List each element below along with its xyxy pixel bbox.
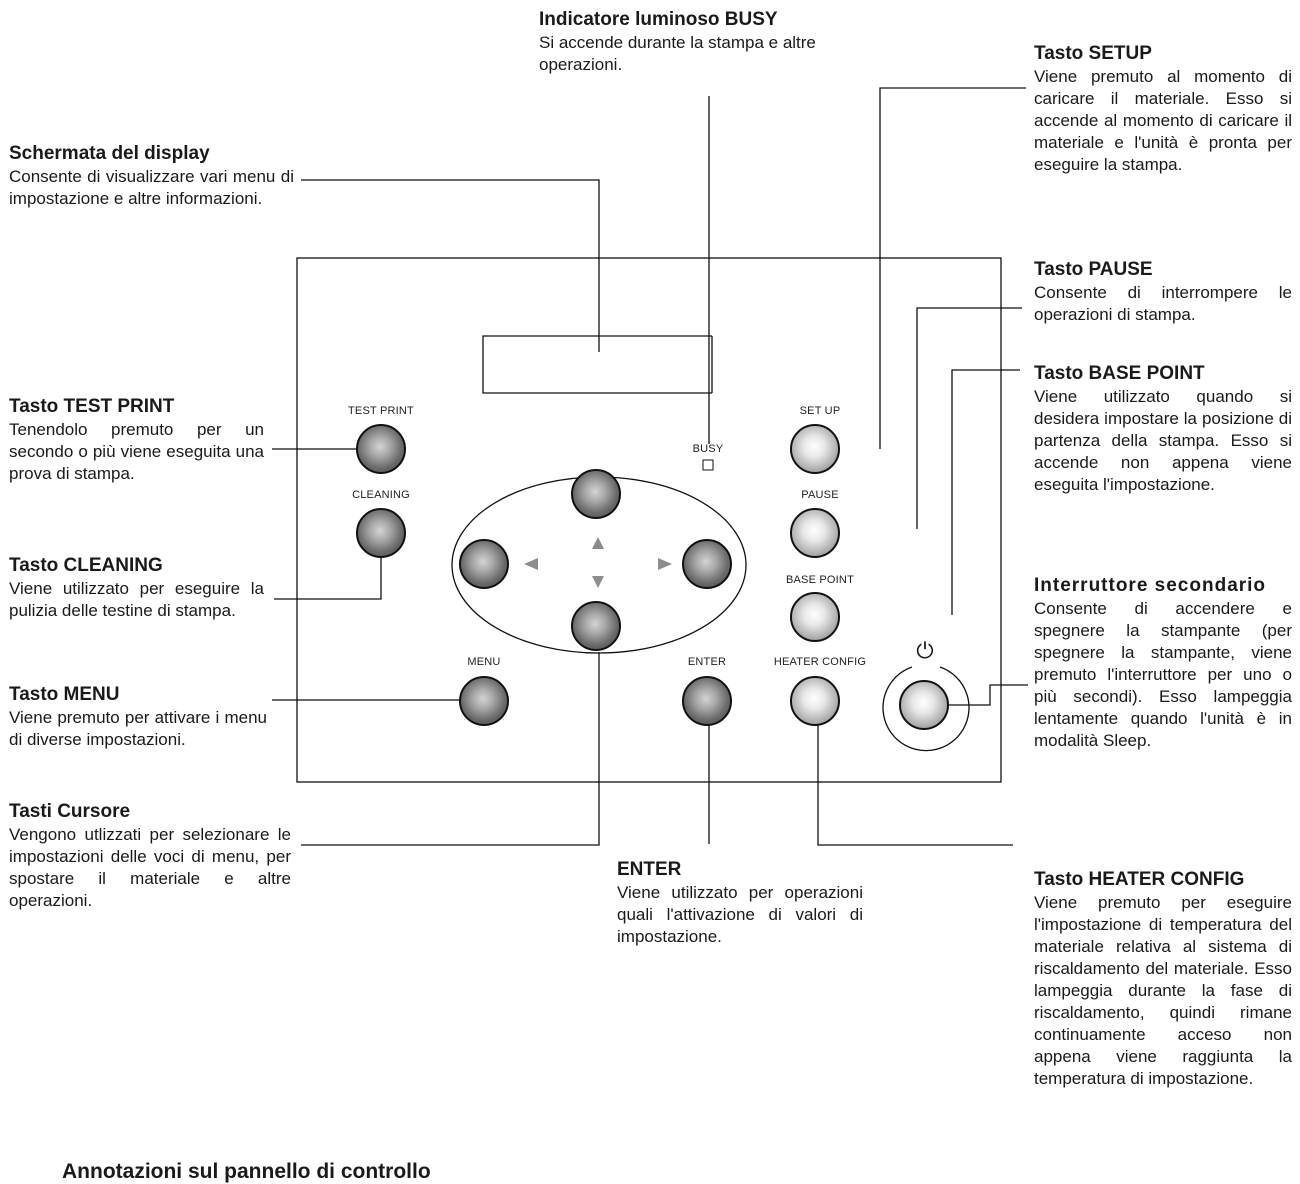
callout-cleaning-title: Tasto CLEANING xyxy=(9,555,163,576)
enter-label: ENTER xyxy=(687,656,727,668)
callout-sub-power-desc: Consente di accendere e spegnere la stam… xyxy=(1034,599,1292,750)
callout-cleaning: Tasto CLEANING Viene utilizzato per eseg… xyxy=(9,554,264,622)
callout-pause-title: Tasto PAUSE xyxy=(1034,259,1153,280)
cleaning-button[interactable] xyxy=(356,508,406,558)
callout-base-point-desc: Viene utilizzato quando si desidera impo… xyxy=(1034,387,1292,494)
callout-cursor-title: Tasti Cursore xyxy=(9,801,131,822)
callout-setup: Tasto SETUP Viene premuto al momento di … xyxy=(1034,42,1292,176)
callout-menu-desc: Viene premuto per attivare i menu di div… xyxy=(9,708,267,749)
heater-config-button[interactable] xyxy=(790,676,840,726)
callout-display-desc: Consente di visualizzare vari menu di im… xyxy=(9,167,294,208)
callout-busy: Indicatore luminoso BUSY Si accende dura… xyxy=(539,8,859,76)
callout-base-point: Tasto BASE POINT Viene utilizzato quando… xyxy=(1034,362,1292,496)
display-screen xyxy=(482,335,712,394)
busy-led xyxy=(702,459,714,471)
power-icon: ⏻ xyxy=(916,639,934,664)
callout-cursor: Tasti Cursore Vengono utlizzati per sele… xyxy=(9,800,291,912)
menu-button[interactable] xyxy=(459,676,509,726)
callout-cleaning-desc: Viene utilizzato per eseguire la pulizia… xyxy=(9,579,264,620)
callout-pause-desc: Consente di interrompere le operazioni d… xyxy=(1034,283,1292,324)
callout-heater-config-title: Tasto HEATER CONFIG xyxy=(1034,869,1245,890)
callout-busy-title: Indicatore luminoso BUSY xyxy=(539,9,778,30)
enter-button[interactable] xyxy=(682,676,732,726)
callout-setup-title: Tasto SETUP xyxy=(1034,43,1152,64)
callout-busy-desc: Si accende durante la stampa e altre ope… xyxy=(539,33,816,74)
callout-enter-title: ENTER xyxy=(617,859,682,880)
menu-label: MENU xyxy=(467,656,501,668)
setup-button[interactable] xyxy=(790,424,840,474)
arrow-left-icon xyxy=(524,558,538,570)
callout-sub-power: Interruttore secondario Consente di acce… xyxy=(1034,574,1292,752)
callout-pause: Tasto PAUSE Consente di interrompere le … xyxy=(1034,258,1292,326)
panel-frame xyxy=(296,257,1002,783)
callout-heater-config: Tasto HEATER CONFIG Viene premuto per es… xyxy=(1034,868,1292,1090)
cleaning-label: CLEANING xyxy=(352,489,410,501)
pause-button[interactable] xyxy=(790,508,840,558)
cursor-down-button[interactable] xyxy=(571,601,621,651)
callout-enter: ENTER Viene utilizzato per operazioni qu… xyxy=(617,858,863,948)
callout-test-print-title: Tasto TEST PRINT xyxy=(9,396,175,417)
heater-config-label: HEATER CONFIG xyxy=(773,656,867,668)
cursor-up-button[interactable] xyxy=(571,469,621,519)
arrow-up-icon xyxy=(592,537,604,549)
power-ring xyxy=(882,666,970,752)
sub-power-button[interactable] xyxy=(899,680,949,730)
section-title: Annotazioni sul pannello di controllo xyxy=(62,1160,431,1183)
base-point-label: BASE POINT xyxy=(785,574,855,586)
test-print-label: TEST PRINT xyxy=(348,405,414,417)
setup-label: SET UP xyxy=(799,405,841,417)
callout-base-point-title: Tasto BASE POINT xyxy=(1034,363,1205,384)
callout-setup-desc: Viene premuto al momento di caricare il … xyxy=(1034,67,1292,174)
arrow-right-icon xyxy=(658,558,672,570)
arrow-down-icon xyxy=(592,576,604,588)
callout-cursor-desc: Vengono utlizzati per selezionare le imp… xyxy=(9,825,291,910)
callout-menu-title: Tasto MENU xyxy=(9,684,120,705)
callout-test-print: Tasto TEST PRINT Tenendolo premuto per u… xyxy=(9,395,264,485)
callout-enter-desc: Viene utilizzato per operazioni quali l'… xyxy=(617,883,863,946)
callout-display-title: Schermata del display xyxy=(9,143,210,164)
busy-label: BUSY xyxy=(692,443,724,455)
test-print-button[interactable] xyxy=(356,424,406,474)
pause-label: PAUSE xyxy=(801,489,839,501)
callout-menu: Tasto MENU Viene premuto per attivare i … xyxy=(9,683,267,751)
cursor-left-button[interactable] xyxy=(459,539,509,589)
cursor-right-button[interactable] xyxy=(682,539,732,589)
callout-heater-config-desc: Viene premuto per eseguire l'impostazion… xyxy=(1034,893,1292,1088)
callout-test-print-desc: Tenendolo premuto per un secondo o più v… xyxy=(9,420,264,483)
base-point-button[interactable] xyxy=(790,592,840,642)
callout-display: Schermata del display Consente di visual… xyxy=(9,142,294,210)
callout-sub-power-title: Interruttore secondario xyxy=(1034,575,1267,596)
